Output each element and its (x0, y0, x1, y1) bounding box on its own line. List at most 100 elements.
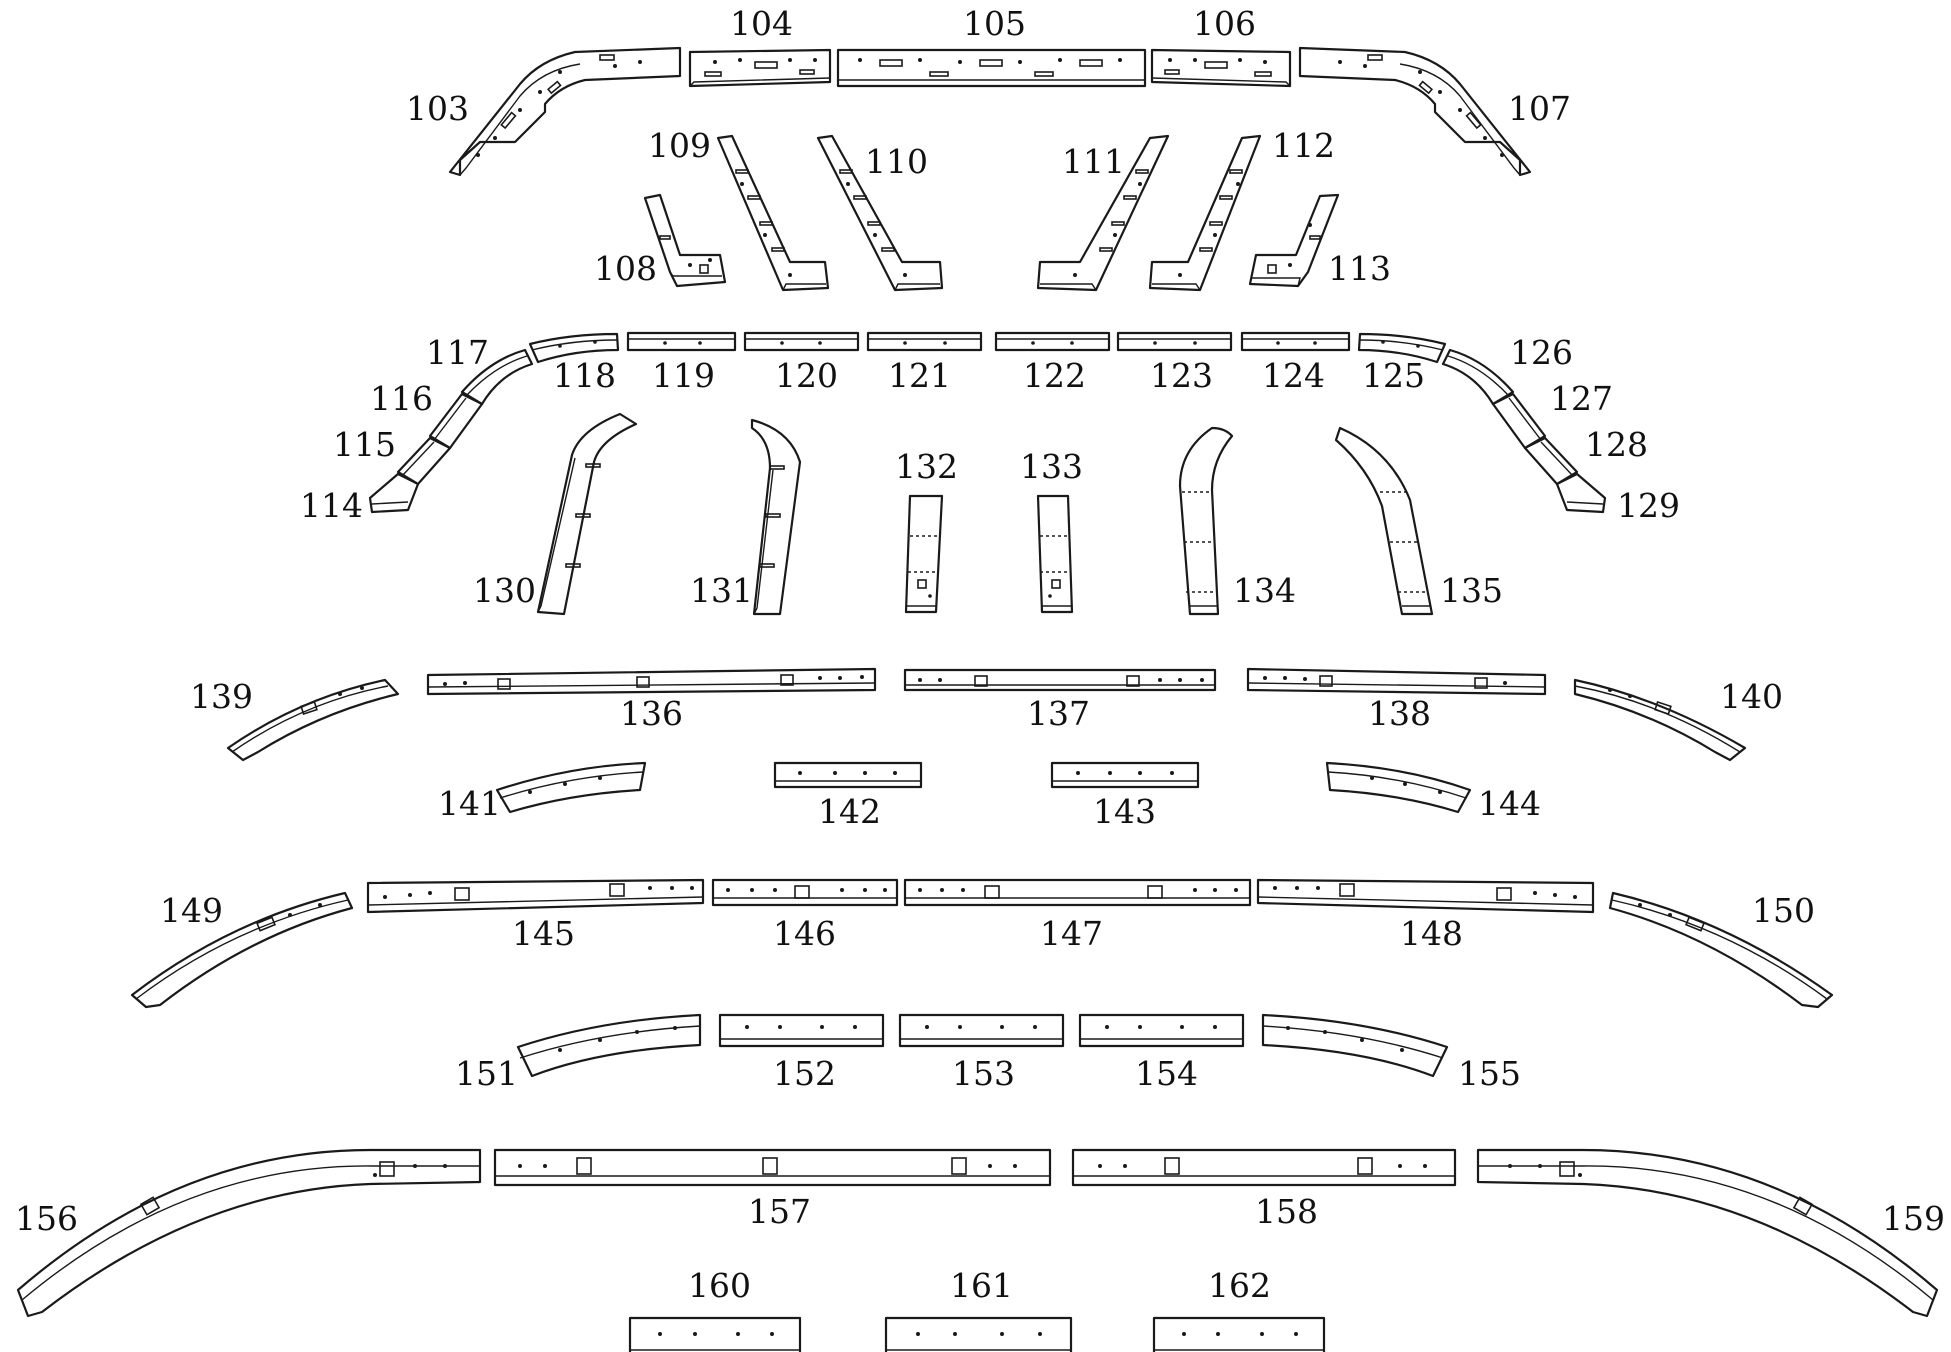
label-157: 157 (748, 1192, 811, 1231)
part-104 (688, 48, 832, 88)
label-129: 129 (1617, 486, 1680, 525)
label-148: 148 (1400, 914, 1463, 953)
label-154: 154 (1135, 1054, 1198, 1093)
part-143 (1050, 761, 1200, 789)
part-157 (493, 1148, 1052, 1187)
part-152 (718, 1013, 885, 1048)
part-134 (1178, 426, 1234, 616)
part-148 (1256, 878, 1595, 914)
label-131: 131 (690, 571, 753, 610)
label-103: 103 (406, 89, 469, 128)
part-139 (226, 678, 400, 762)
label-139: 139 (190, 677, 253, 716)
label-150: 150 (1752, 891, 1815, 930)
part-130 (536, 412, 638, 616)
label-111: 111 (1062, 142, 1125, 181)
label-125: 125 (1362, 356, 1425, 395)
label-124: 124 (1262, 356, 1325, 395)
part-141 (495, 761, 647, 814)
part-123 (1116, 331, 1233, 352)
part-156 (16, 1148, 482, 1318)
label-156: 156 (15, 1199, 78, 1238)
part-131 (750, 418, 802, 616)
part-155 (1261, 1013, 1449, 1078)
part-132 (904, 494, 944, 614)
part-136 (426, 667, 877, 696)
part-149 (130, 891, 354, 1009)
label-151: 151 (455, 1054, 518, 1093)
part-150 (1608, 891, 1834, 1009)
label-122: 122 (1023, 356, 1086, 395)
label-158: 158 (1255, 1192, 1318, 1231)
part-158 (1071, 1148, 1457, 1187)
part-116 (428, 392, 484, 450)
label-115: 115 (333, 425, 396, 464)
part-133 (1036, 494, 1074, 614)
part-127 (1491, 392, 1547, 450)
part-108 (643, 193, 727, 288)
label-114: 114 (300, 486, 363, 525)
label-161: 161 (950, 1266, 1013, 1305)
part-137 (903, 668, 1217, 692)
part-162 (1152, 1316, 1326, 1352)
label-104: 104 (730, 4, 793, 43)
label-126: 126 (1510, 333, 1573, 372)
part-120 (743, 331, 860, 352)
label-108: 108 (594, 249, 657, 288)
label-146: 146 (773, 914, 836, 953)
label-106: 106 (1193, 4, 1256, 43)
part-147 (903, 878, 1252, 907)
part-112 (1148, 134, 1262, 292)
part-126 (1441, 348, 1515, 406)
part-110 (816, 134, 944, 292)
label-134: 134 (1233, 571, 1296, 610)
part-161 (884, 1316, 1073, 1352)
label-143: 143 (1093, 792, 1156, 831)
label-121: 121 (888, 356, 951, 395)
label-128: 128 (1585, 425, 1648, 464)
part-119 (626, 331, 737, 352)
label-105: 105 (963, 4, 1026, 43)
part-144 (1325, 761, 1472, 814)
part-140 (1573, 678, 1747, 762)
label-142: 142 (818, 792, 881, 831)
label-152: 152 (773, 1054, 836, 1093)
part-117 (460, 348, 534, 406)
label-162: 162 (1208, 1266, 1271, 1305)
label-127: 127 (1550, 379, 1613, 418)
part-113 (1248, 193, 1340, 288)
part-153 (898, 1013, 1065, 1048)
part-114 (368, 472, 420, 514)
label-132: 132 (895, 447, 958, 486)
label-149: 149 (160, 891, 223, 930)
part-138 (1246, 667, 1547, 696)
label-107: 107 (1508, 89, 1571, 128)
part-154 (1078, 1013, 1245, 1048)
label-141: 141 (438, 784, 501, 823)
part-142 (773, 761, 923, 789)
part-135 (1334, 426, 1434, 616)
label-155: 155 (1458, 1054, 1521, 1093)
label-133: 133 (1020, 447, 1083, 486)
label-117: 117 (426, 333, 489, 372)
part-115 (396, 436, 452, 486)
part-111 (1036, 134, 1170, 292)
label-119: 119 (652, 356, 715, 395)
part-121 (866, 331, 983, 352)
part-145 (366, 878, 705, 914)
label-160: 160 (688, 1266, 751, 1305)
part-159 (1476, 1148, 1939, 1318)
part-106 (1150, 48, 1292, 88)
label-130: 130 (473, 571, 536, 610)
part-125 (1357, 332, 1447, 364)
label-144: 144 (1478, 784, 1541, 823)
part-122 (994, 331, 1111, 352)
label-135: 135 (1440, 571, 1503, 610)
label-113: 113 (1328, 249, 1391, 288)
label-140: 140 (1720, 677, 1783, 716)
label-138: 138 (1368, 694, 1431, 733)
part-107 (1298, 46, 1532, 177)
part-160 (628, 1316, 802, 1352)
part-129 (1555, 472, 1607, 514)
